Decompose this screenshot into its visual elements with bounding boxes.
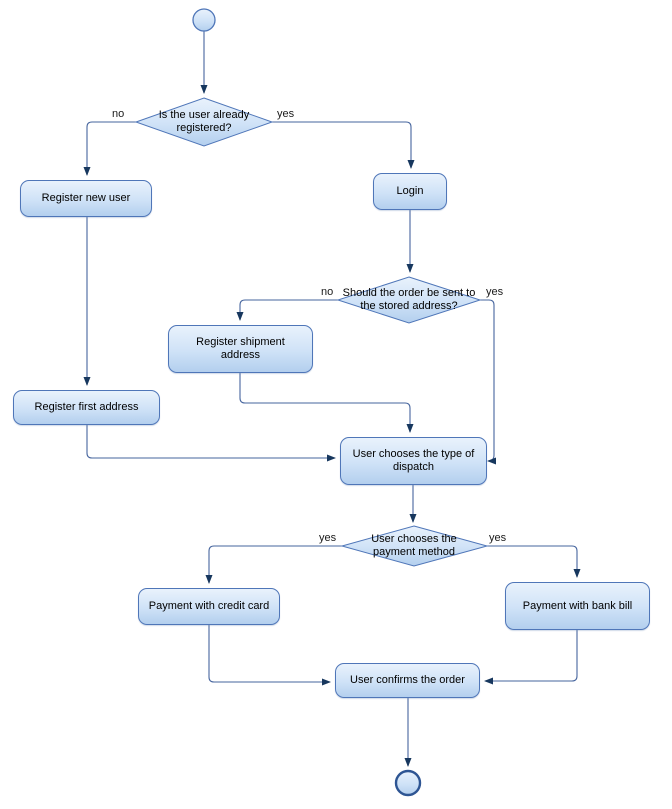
edge-label-payment-left-yes: yes [319, 532, 337, 544]
edge-decision-stored-address-no [236, 299, 338, 321]
action-payment-credit-card: Payment with credit card [138, 588, 280, 625]
edge-decision-payment-yes-left [205, 545, 342, 584]
edge-decision-payment-yes-right [487, 545, 581, 578]
edge-decision-stored-address-yes [480, 299, 497, 465]
action-payment-bank-bill: Payment with bank bill [505, 582, 650, 630]
edge-decision-registered-yes [272, 121, 415, 169]
action-confirm-order: User confirms the order [335, 663, 480, 698]
edge-payment-credit-card-to-confirm-order [208, 625, 331, 686]
edge-register-shipment-to-choose-dispatch [239, 373, 414, 433]
edge-label-stored-addr-no: no [321, 286, 334, 298]
decision-registered-shape [134, 97, 274, 147]
edge-label-registered-no: no [112, 108, 125, 120]
edge-label-registered-yes: yes [277, 108, 295, 120]
start-node [192, 8, 216, 32]
edge-label-stored-addr-yes: yes [486, 286, 504, 298]
action-choose-dispatch: User chooses the type of dispatch [340, 437, 487, 485]
decision-payment-shape [340, 525, 489, 567]
action-register-new-user: Register new user [20, 180, 152, 217]
edge-register-first-address-to-choose-dispatch [86, 425, 336, 462]
action-register-shipment-address: Register shipment address [168, 325, 313, 373]
end-node [394, 769, 422, 797]
edge-label-payment-right-yes: yes [489, 532, 507, 544]
action-login: Login [373, 173, 447, 210]
action-register-first-address: Register first address [13, 390, 160, 425]
edge-decision-registered-no [83, 121, 136, 176]
decision-stored-address-shape [336, 276, 482, 324]
edge-payment-bank-bill-to-confirm-order [484, 630, 578, 685]
